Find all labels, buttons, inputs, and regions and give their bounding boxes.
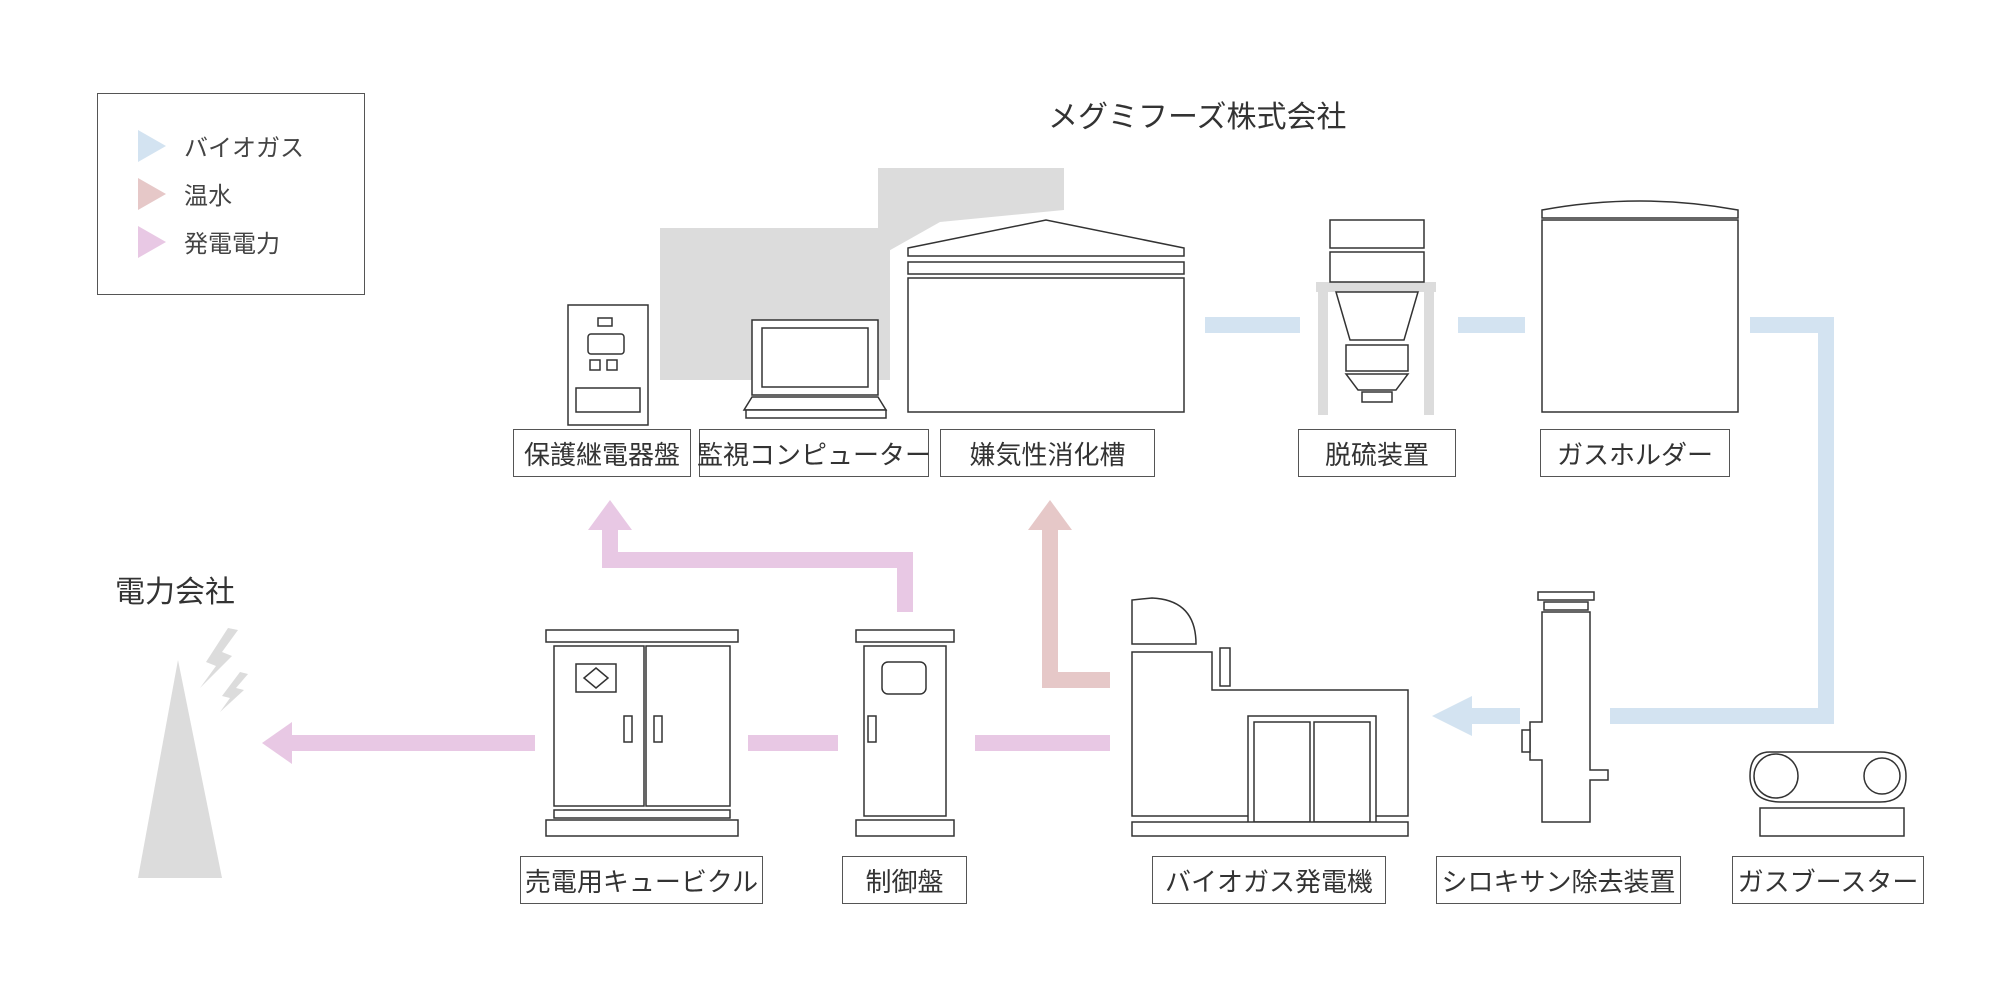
label-biogas-generator: バイオガス発電機 bbox=[1152, 856, 1386, 904]
protection-relay-panel bbox=[567, 304, 649, 426]
legend-item-biogas: バイオガス bbox=[138, 128, 304, 163]
gas-booster-unit bbox=[1749, 751, 1907, 837]
sale-cubicle bbox=[545, 629, 739, 837]
label-control-panel: 制御盤 bbox=[842, 856, 967, 904]
desulfurizer-unit bbox=[1316, 219, 1436, 415]
label-sale-cubicle: 売電用キュービクル bbox=[520, 856, 763, 904]
power-flow bbox=[290, 530, 1110, 751]
triangle-icon bbox=[138, 129, 166, 162]
triangle-icon bbox=[138, 225, 166, 258]
legend-label: 発電電力 bbox=[184, 230, 280, 258]
biogas-generator-unit bbox=[1131, 597, 1409, 837]
power-tower bbox=[138, 660, 222, 878]
label-gas-booster: ガスブースター bbox=[1732, 856, 1924, 904]
legend-item-hot-water: 温水 bbox=[138, 176, 232, 211]
power-arrowhead-left bbox=[262, 722, 292, 764]
lightning-icon-small bbox=[220, 672, 248, 712]
gas-holder-tank bbox=[1541, 200, 1739, 413]
control-panel-cabinet bbox=[855, 629, 955, 837]
triangle-icon bbox=[138, 177, 166, 210]
hot-water-flow bbox=[1042, 525, 1110, 688]
label-desulfurizer: 脱硫装置 bbox=[1298, 429, 1456, 477]
legend-label: 温水 bbox=[184, 182, 232, 210]
biogas-arrowhead bbox=[1432, 696, 1472, 736]
power-company-label: 電力会社 bbox=[115, 575, 235, 610]
label-monitor-computer: 監視コンピューター bbox=[697, 429, 931, 477]
lightning-icon bbox=[200, 628, 238, 688]
legend-item-power: 発電電力 bbox=[138, 224, 280, 259]
biogas-flow bbox=[1205, 317, 1834, 724]
siloxane-removal-unit bbox=[1521, 591, 1609, 823]
legend-label: バイオガス bbox=[184, 134, 304, 162]
power-arrowhead-up bbox=[588, 500, 632, 530]
company-title: メグミフーズ株式会社 bbox=[1048, 100, 1347, 135]
label-gas-holder: ガスホルダー bbox=[1540, 429, 1730, 477]
hot-water-arrowhead bbox=[1028, 500, 1072, 530]
legend: バイオガス 温水 発電電力 bbox=[97, 93, 365, 295]
label-protection-relay: 保護継電器盤 bbox=[513, 429, 691, 477]
digester-tank bbox=[907, 219, 1185, 413]
monitor-computer bbox=[742, 319, 888, 419]
label-siloxane-removal: シロキサン除去装置 bbox=[1436, 856, 1681, 904]
label-digester: 嫌気性消化槽 bbox=[940, 429, 1155, 477]
